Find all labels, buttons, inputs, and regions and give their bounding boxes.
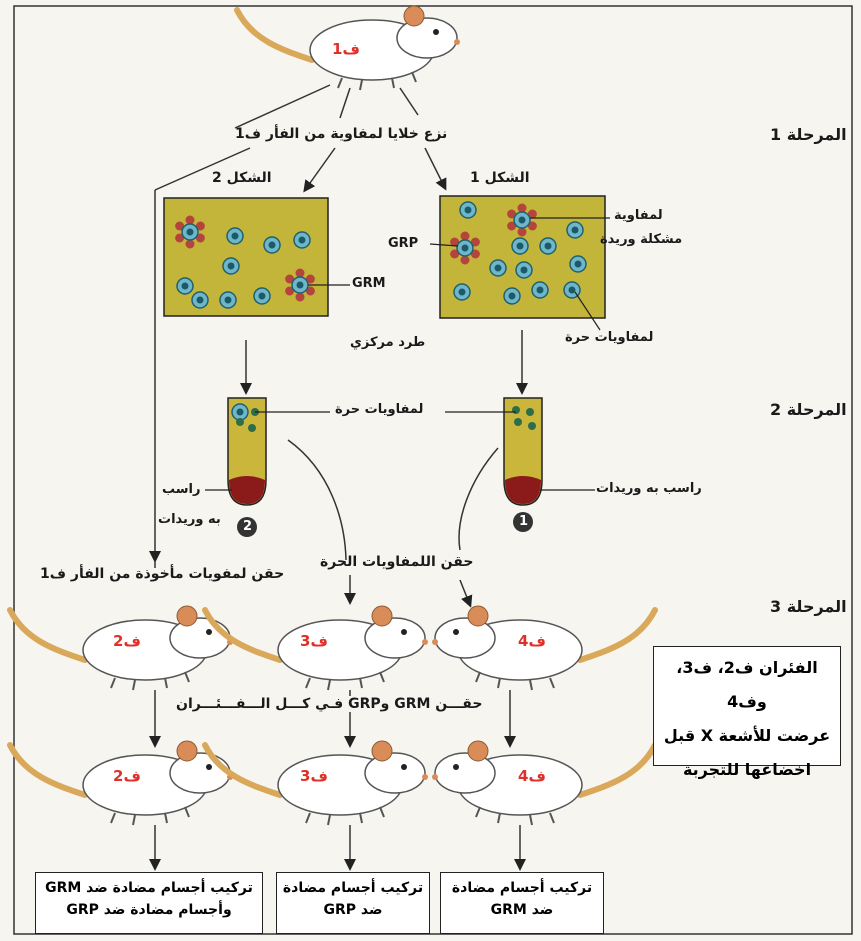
result-box-f4: تركيب أجسام مضادة ضد GRM: [440, 872, 604, 934]
extract-label: نزع خلايا لمفاوية من الفأر ف1: [235, 126, 447, 142]
sediment-left-label-1: راسب: [162, 482, 201, 497]
free-lymph-label-1: لمفاويات حرة: [565, 330, 653, 345]
centrifuge-label: طرد مركزي: [350, 335, 425, 350]
result-f3-line-2: ضد GRP: [277, 899, 429, 921]
stage1-label: المرحلة 1: [770, 125, 847, 144]
result-box-f2: تركيب أجسام مضادة ضد GRM وأجسام مضادة ضد…: [35, 872, 263, 934]
tube1-number: 1: [519, 514, 528, 529]
result-f3-line-1: تركيب أجسام مضادة: [277, 877, 429, 899]
result-f2-line-2: وأجسام مضادة ضد GRP: [36, 899, 262, 921]
stage2-label: المرحلة 2: [770, 400, 847, 419]
mouse-label-f3-after: ف3: [300, 767, 328, 785]
stage3-label: المرحلة 3: [770, 597, 847, 616]
lymphocyte-label: لمفاوية: [614, 208, 663, 223]
sediment-right-label: راسب به وريدات: [596, 481, 702, 496]
mouse-label-f3: ف3: [300, 632, 328, 650]
mouse-label-f4: ف4: [518, 632, 546, 650]
mouse-label-f4-after: ف4: [518, 767, 546, 785]
mouse-label-f2-after: ف2: [113, 767, 141, 785]
grp-label: GRP: [388, 236, 418, 251]
irradiation-line-3: اخضاعها للتجربة: [654, 753, 840, 787]
irradiation-note-box: الفئران ف2، ف3، وف4 عرضت للأشعة X قبل اخ…: [653, 646, 841, 766]
inject-all-label: حقـــن GRM وGRP فـي كـــل الـــفـــئـــر…: [172, 696, 486, 712]
inject-lymph-label: حقن لمفويات مأخوذة من الفأر ف1: [40, 566, 284, 582]
result-f4-line-2: ضد GRM: [441, 899, 603, 921]
free-lymph-label-2: لمفاويات حرة: [335, 402, 423, 417]
figure1-title: الشكل 1: [470, 170, 530, 186]
result-f2-line-1: تركيب أجسام مضادة ضد GRM: [36, 877, 262, 899]
mouse-label-f2: ف2: [113, 632, 141, 650]
irradiation-line-2: عرضت للأشعة X قبل: [654, 719, 840, 753]
mouse-label-f1: ف1: [332, 40, 360, 58]
rosette-label: مشكلة وريدة: [600, 232, 682, 247]
sediment-left-label-2: به وريدات: [158, 512, 221, 527]
inject-free-label: حقن اللمفاويات الحرة: [320, 554, 473, 570]
grm-label: GRM: [352, 276, 386, 291]
tube2-number: 2: [243, 519, 252, 534]
irradiation-line-1: الفئران ف2، ف3، وف4: [654, 651, 840, 719]
figure2-title: الشكل 2: [212, 170, 272, 186]
result-f4-line-1: تركيب أجسام مضادة: [441, 877, 603, 899]
result-box-f3: تركيب أجسام مضادة ضد GRP: [276, 872, 430, 934]
